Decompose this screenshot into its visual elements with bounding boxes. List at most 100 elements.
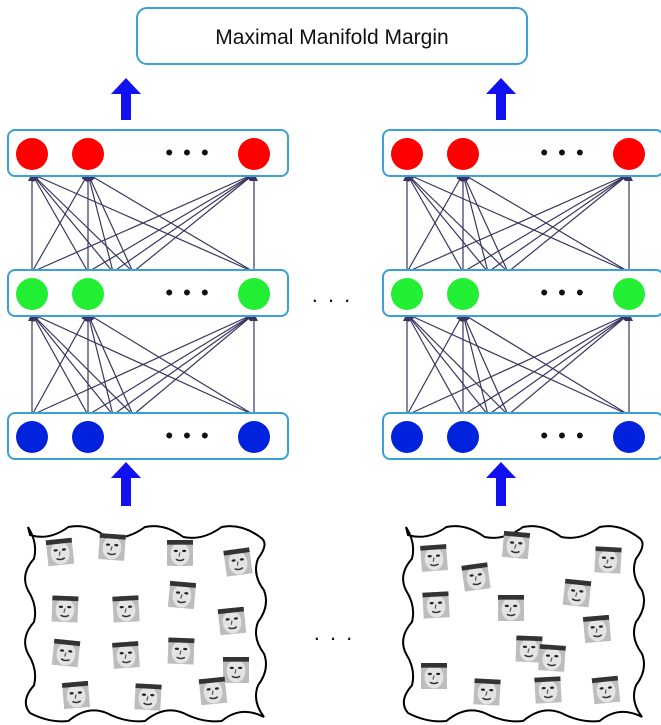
hidden-node (238, 278, 270, 310)
face-image-icon (167, 580, 197, 610)
arrow-to-title (111, 78, 141, 120)
face-image-icon (61, 680, 91, 710)
connection-line (31, 313, 134, 416)
input-node (72, 421, 104, 453)
face-image-icon (51, 638, 81, 668)
face-image-icon (112, 595, 140, 623)
connection-line (85, 313, 114, 416)
networks: • • • • • • • • • • • • • • • • • • (7, 78, 661, 506)
connection-line (406, 173, 509, 273)
connection-line (406, 313, 509, 416)
output-node (391, 138, 423, 170)
between-images-ellipsis: . . . (314, 620, 355, 645)
output-node (72, 138, 104, 170)
arrow-from-images (486, 462, 516, 506)
face-image-icon (501, 530, 531, 560)
up-arrow-icon (496, 92, 506, 120)
input-layer: • • • (382, 412, 661, 460)
up-arrow-icon (111, 462, 141, 478)
connection-line (31, 173, 114, 273)
hidden-node (447, 278, 479, 310)
face-image-icon (167, 637, 195, 665)
face-image-icon (515, 635, 543, 663)
layer-ellipsis: • • • (540, 423, 585, 448)
layer-ellipsis: • • • (165, 280, 210, 305)
connection-line (406, 313, 630, 416)
face-image-icon (134, 683, 162, 711)
face-image-icon (473, 678, 501, 706)
face-image-icon (98, 533, 126, 561)
up-arrow-icon (496, 476, 506, 506)
arrow-to-title (486, 78, 516, 120)
input-node (391, 421, 423, 453)
connection-line (406, 173, 464, 273)
connection-line (460, 173, 489, 273)
face-image-icon (223, 657, 249, 683)
output-node (16, 138, 48, 170)
connections-input-to-hidden (28, 313, 258, 416)
connections-hidden-to-output (28, 173, 258, 273)
input-node (16, 421, 48, 453)
face-image-icon (45, 537, 75, 567)
connection-line (406, 173, 489, 273)
connection-line (112, 313, 255, 416)
input-node (447, 421, 479, 453)
face-image-icon (217, 606, 247, 636)
face-image-icon (591, 675, 621, 705)
connection-line (462, 313, 630, 416)
face-image-icon (422, 591, 450, 619)
input-node (613, 421, 645, 453)
image-set-2 (402, 525, 645, 723)
layer-ellipsis: • • • (540, 140, 585, 165)
connection-line (87, 173, 134, 273)
face-image-icon (421, 663, 447, 689)
up-arrow-icon (486, 462, 516, 478)
hidden-node (391, 278, 423, 310)
connection-line (132, 173, 255, 273)
face-image-icon (498, 595, 524, 621)
hidden-layer: • • • (382, 269, 661, 317)
hidden-node (16, 278, 48, 310)
image-sets (24, 525, 645, 723)
connection-line (132, 313, 255, 416)
face-image-icon (51, 595, 79, 623)
layer-ellipsis: • • • (165, 423, 210, 448)
layer-ellipsis: • • • (540, 280, 585, 305)
connection-line (31, 173, 134, 273)
face-image-icon (562, 578, 592, 608)
face-image-icon (461, 562, 491, 592)
up-arrow-icon (486, 78, 516, 94)
connection-line (112, 173, 255, 273)
title-text: Maximal Manifold Margin (215, 26, 448, 49)
connection-line (31, 313, 255, 416)
face-image-icon (112, 641, 140, 669)
connection-line (406, 313, 489, 416)
between-networks-ellipsis: . . . (312, 282, 353, 307)
face-image-icon (223, 547, 253, 577)
output-node (447, 138, 479, 170)
arrow-from-images (111, 462, 141, 506)
connection-line (406, 313, 464, 416)
connection-line (87, 173, 255, 273)
face-image-icon (420, 544, 448, 572)
up-arrow-icon (121, 92, 131, 120)
connection-line (87, 313, 255, 416)
connection-line (462, 173, 630, 273)
network-1: • • • • • • • • • (7, 78, 289, 506)
connection-line (31, 173, 89, 273)
connections-hidden-to-output (403, 173, 633, 273)
output-node (613, 138, 645, 170)
up-arrow-icon (121, 476, 131, 506)
output-layer: • • • (7, 129, 289, 177)
up-arrow-icon (111, 78, 141, 94)
face-image-icon (594, 546, 622, 574)
connection-line (462, 173, 509, 273)
connection-line (462, 313, 509, 416)
network-2: • • • • • • • • • (382, 78, 661, 506)
hidden-node (613, 278, 645, 310)
connection-line (507, 173, 630, 273)
face-image-icon (538, 644, 566, 672)
input-layer: • • • (7, 412, 289, 460)
connection-line (85, 173, 114, 273)
